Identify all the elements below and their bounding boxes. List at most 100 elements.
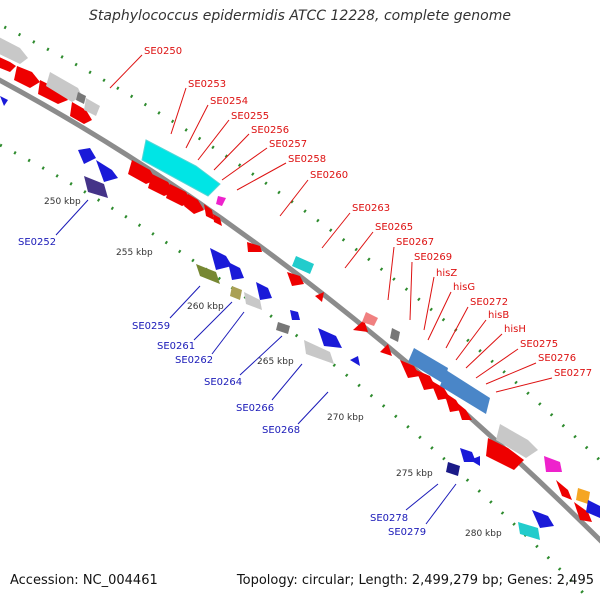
gene-label-se0263[interactable]: SE0263 <box>352 203 390 214</box>
gene-magenta-1[interactable] <box>544 456 562 472</box>
gene-pink-1[interactable] <box>362 312 378 326</box>
gene-label-se0268[interactable]: SE0268 <box>262 425 300 436</box>
gene-blue-lower-1[interactable] <box>532 510 554 528</box>
gene-blue-right[interactable] <box>586 500 600 518</box>
gene-label-se0277[interactable]: SE0277 <box>554 368 592 379</box>
gene-label-se0266[interactable]: SE0266 <box>236 403 274 414</box>
gene-se0258[interactable] <box>213 214 222 226</box>
gene-label-se0264[interactable]: SE0264 <box>204 377 242 388</box>
gene-se0252[interactable] <box>84 176 108 198</box>
gene-se0261b[interactable] <box>256 282 272 300</box>
gene-se0251[interactable] <box>38 80 68 104</box>
gene-se0255[interactable] <box>166 184 192 206</box>
gene-se0262[interactable] <box>244 292 262 310</box>
gene-label-hisb[interactable]: hisB <box>488 310 509 321</box>
guide-ring-inner <box>0 143 592 600</box>
gene-labels-minus: SE0252 SE0259 SE0261 SE0262 SE0264 SE026… <box>18 237 426 538</box>
gene-se0266[interactable] <box>304 340 334 364</box>
gene-label-se0253[interactable]: SE0253 <box>188 79 226 90</box>
gene-label-se0254[interactable]: SE0254 <box>210 96 248 107</box>
gene-label-se0261[interactable]: SE0261 <box>157 341 195 352</box>
gene-se0265[interactable] <box>315 292 324 302</box>
minus-strand-genes <box>0 96 554 540</box>
gene-label-se0256[interactable]: SE0256 <box>251 125 289 136</box>
gene-se0266b[interactable] <box>318 328 342 348</box>
leader-se0252 <box>55 199 89 236</box>
gene-cyan-lower[interactable] <box>518 522 540 540</box>
gene-darkgrey-2[interactable] <box>390 328 400 342</box>
gene-se0250[interactable] <box>14 66 40 88</box>
accession-label: Accession: NC_004461 <box>10 573 158 588</box>
gene-se0279[interactable] <box>470 456 480 466</box>
gene-se0260b[interactable] <box>228 262 244 280</box>
gene-magenta-small[interactable] <box>216 196 226 206</box>
gene-cyan-1[interactable] <box>141 139 221 197</box>
gene-cyan-2[interactable] <box>292 256 314 274</box>
label-leaders-minus <box>55 199 457 525</box>
gene-se0263[interactable] <box>287 272 304 286</box>
leader-se0276 <box>485 362 537 385</box>
gene-darkgrey-1[interactable] <box>76 92 86 104</box>
leader-se0278 <box>405 483 439 511</box>
gene-se0275[interactable] <box>486 438 524 470</box>
label-leaders-plus <box>109 54 553 393</box>
gene-se0257[interactable] <box>204 204 214 220</box>
guide-rings <box>0 23 600 600</box>
gene-se0259a[interactable] <box>210 248 232 270</box>
gene-se0249[interactable] <box>0 55 16 72</box>
gene-label-hisg[interactable]: hisG <box>453 282 475 293</box>
leader-se0264 <box>239 335 283 376</box>
gene-se0264[interactable] <box>276 322 290 334</box>
gene-label-se0272[interactable]: SE0272 <box>470 297 508 308</box>
gene-grey-1[interactable] <box>0 35 28 64</box>
gene-label-se0265[interactable]: SE0265 <box>375 222 413 233</box>
gene-se0268[interactable] <box>350 356 360 366</box>
gene-se0264b[interactable] <box>290 310 300 320</box>
leader-se0255 <box>197 119 230 161</box>
gene-hisz[interactable] <box>400 360 420 378</box>
gene-se0252a[interactable] <box>0 96 8 106</box>
gene-orange-1[interactable] <box>576 488 590 504</box>
gene-se0276[interactable] <box>556 480 572 500</box>
gene-se0259[interactable] <box>196 264 220 284</box>
gene-label-se0275[interactable]: SE0275 <box>520 339 558 350</box>
gene-label-hish[interactable]: hisH <box>504 324 526 335</box>
gene-se0253[interactable] <box>128 160 156 184</box>
gene-hish[interactable] <box>456 402 472 420</box>
gene-steelblue-2[interactable] <box>440 370 490 414</box>
gene-se0267[interactable] <box>353 320 368 332</box>
gene-label-se0257[interactable]: SE0257 <box>269 139 307 150</box>
gene-grey-4[interactable] <box>496 424 538 458</box>
gene-se0251b[interactable] <box>78 148 96 164</box>
gene-steelblue-1[interactable] <box>408 348 448 384</box>
gene-label-se0262[interactable]: SE0262 <box>175 355 213 366</box>
gene-label-se0276[interactable]: SE0276 <box>538 353 576 364</box>
gene-se0277[interactable] <box>574 502 592 522</box>
gene-se0254[interactable] <box>148 174 174 196</box>
gene-se0269[interactable] <box>380 344 392 356</box>
gene-se0256[interactable] <box>184 194 204 214</box>
gene-se0278[interactable] <box>446 462 460 476</box>
gene-hisg[interactable] <box>416 370 436 390</box>
gene-label-se0250[interactable]: SE0250 <box>144 46 182 57</box>
gene-label-hisz[interactable]: hisZ <box>436 268 457 279</box>
gene-grey-2[interactable] <box>46 72 82 102</box>
gene-label-se0267[interactable]: SE0267 <box>396 237 434 248</box>
gene-label-se0258[interactable]: SE0258 <box>288 154 326 165</box>
gene-hisb[interactable] <box>444 392 462 412</box>
gene-se0261[interactable] <box>230 286 242 300</box>
gene-label-se0255[interactable]: SE0255 <box>231 111 269 122</box>
gene-label-se0252[interactable]: SE0252 <box>18 237 56 248</box>
gene-label-se0260[interactable]: SE0260 <box>310 170 348 181</box>
gene-label-se0279[interactable]: SE0279 <box>388 527 426 538</box>
gene-labels-plus: SE0250 SE0253 SE0254 SE0255 SE0256 SE025… <box>144 46 592 379</box>
gene-se0252b[interactable] <box>96 160 118 182</box>
gene-label-se0259[interactable]: SE0259 <box>132 321 170 332</box>
gene-label-se0278[interactable]: SE0278 <box>370 513 408 524</box>
gene-se0253a[interactable] <box>70 102 92 124</box>
gene-label-se0269[interactable]: SE0269 <box>414 252 452 263</box>
leader-se0260 <box>279 179 309 217</box>
gene-se0278b[interactable] <box>460 448 476 462</box>
gene-grey-3[interactable] <box>84 98 100 116</box>
gene-se0260[interactable] <box>247 242 262 252</box>
